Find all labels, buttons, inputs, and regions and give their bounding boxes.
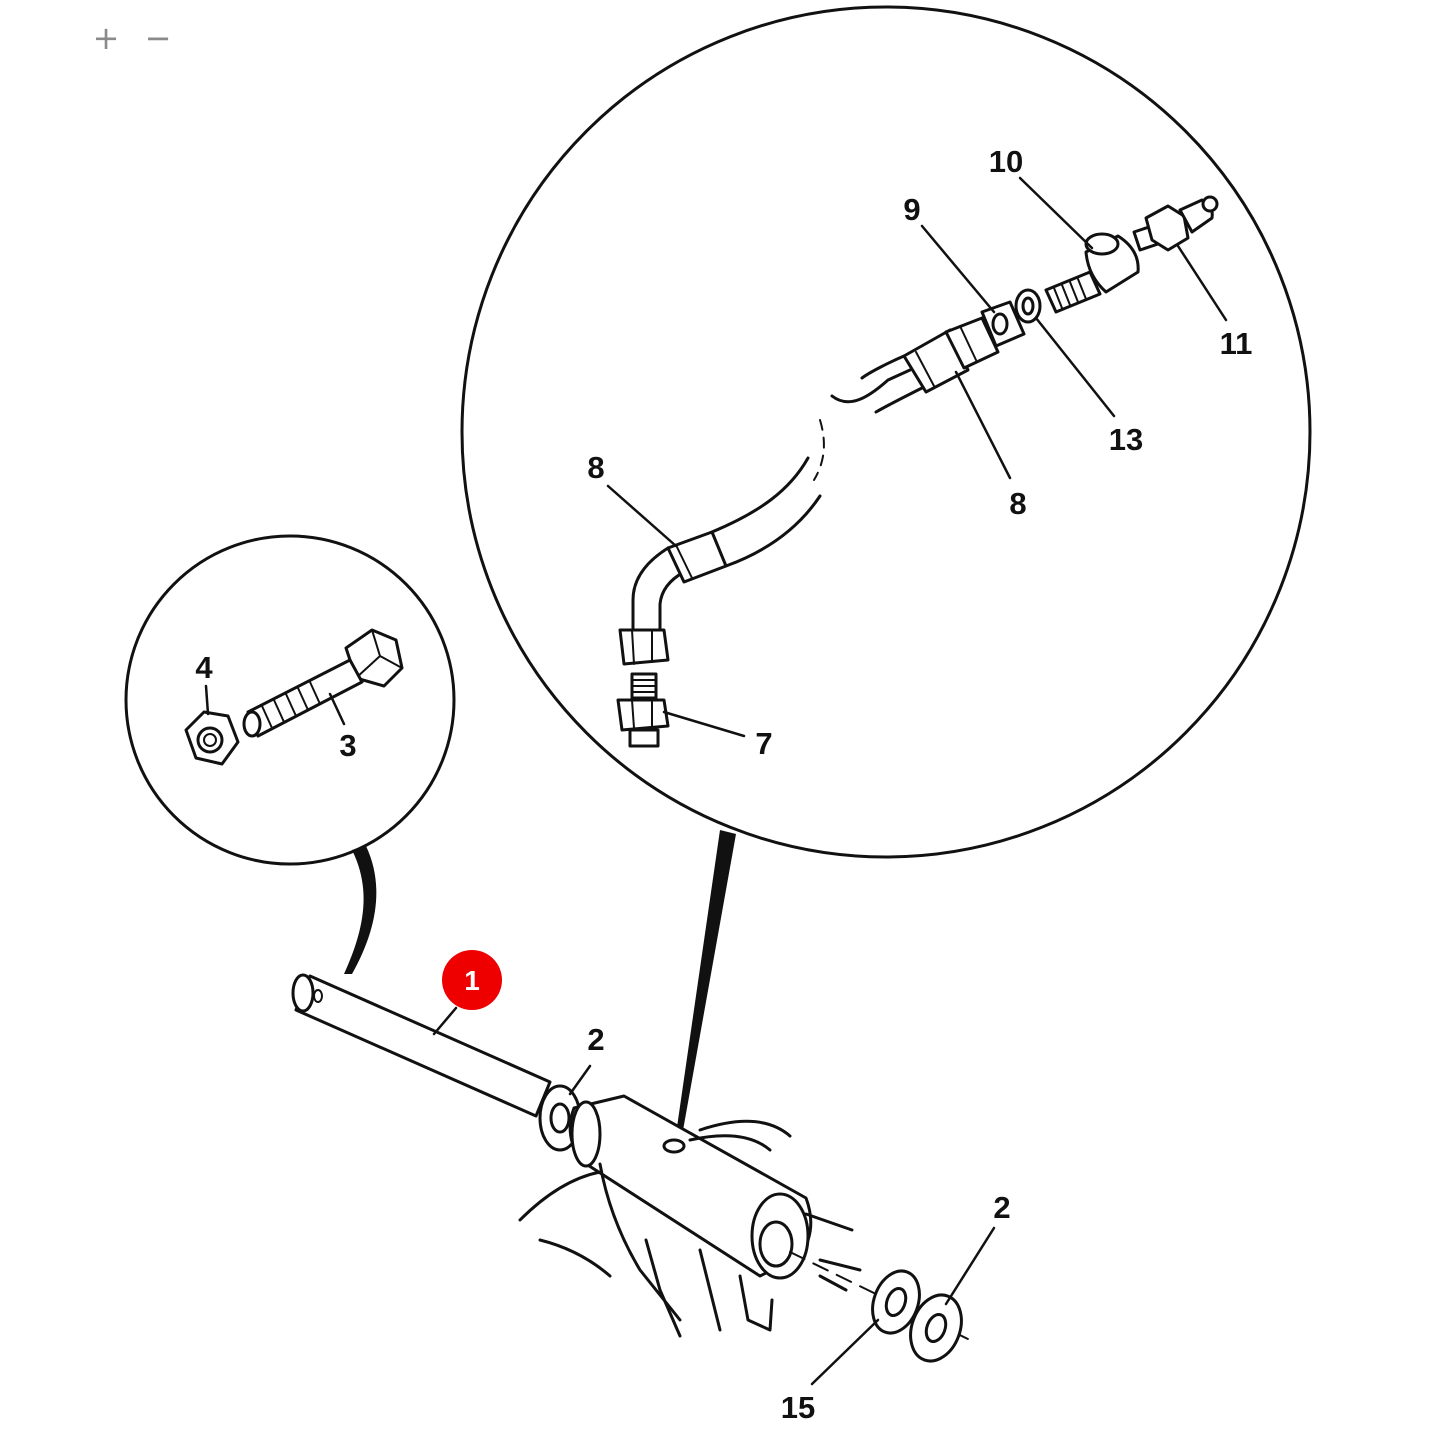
bolt-detail-view [124, 534, 456, 866]
callout-8-right[interactable]: 8 [1009, 486, 1026, 521]
callout-11[interactable]: 11 [1220, 326, 1253, 361]
hose-detail-view [460, 5, 1312, 859]
callout-labels: 1 2 2 3 4 7 8 8 9 10 11 13 15 [195, 144, 1252, 1425]
callout-4[interactable]: 4 [195, 650, 213, 685]
hose-detail-circle [460, 5, 1312, 859]
zoom-out-button[interactable]: − [144, 19, 172, 57]
zoom-controls: + − [88, 16, 176, 60]
callout-2-lower[interactable]: 2 [993, 1190, 1010, 1225]
callout-2-upper[interactable]: 2 [587, 1022, 604, 1057]
callout-1-highlight[interactable] [442, 950, 502, 1010]
callout-8-left[interactable]: 8 [587, 450, 604, 485]
callout-3[interactable]: 3 [339, 728, 356, 763]
callout-7[interactable]: 7 [755, 726, 772, 761]
callout-9[interactable]: 9 [903, 192, 920, 227]
connector-band-left [344, 846, 377, 974]
main-assembly [291, 973, 996, 1386]
connector-band-right [676, 830, 736, 1136]
callout-15[interactable]: 15 [781, 1390, 815, 1425]
callout-1[interactable]: 1 [464, 965, 480, 996]
callout-13[interactable]: 13 [1109, 422, 1143, 457]
zoom-in-button[interactable]: + [92, 19, 120, 57]
callout-10[interactable]: 10 [989, 144, 1023, 179]
